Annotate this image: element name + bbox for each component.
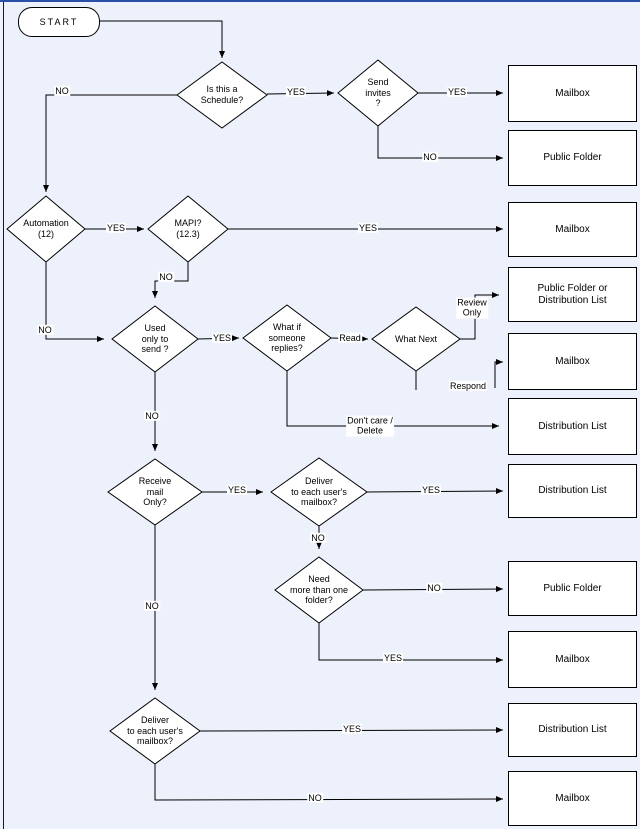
- edge-label: YES: [341, 723, 363, 735]
- edge-label: Read: [338, 332, 362, 344]
- decision-automation-12: [6, 195, 86, 263]
- decision-deliver-to-each-users-mailbox-2: [109, 697, 201, 765]
- decision-deliver-to-each-users-mailbox: [270, 457, 368, 527]
- decision-receive-mail-only: [107, 458, 203, 526]
- connector: [98, 20, 225, 58]
- edge-label: NO: [422, 151, 438, 163]
- edge-label: YES: [211, 332, 233, 344]
- top-border-rule: [0, 0, 640, 2]
- edge-label: YES: [357, 222, 379, 234]
- connector: [286, 371, 499, 429]
- connector: [43, 94, 177, 192]
- connector: [318, 623, 503, 663]
- edge-label: Respond: [448, 380, 488, 392]
- edge-label: YES: [226, 484, 248, 496]
- start-node: START: [18, 7, 100, 37]
- terminal-public-folder-or-distribution-list: Public Folder or Distribution List: [508, 267, 637, 322]
- edge-label: Don't care / Delete: [346, 415, 394, 437]
- decision-mapi-12-3: [147, 195, 229, 263]
- decision-what-next: [371, 306, 461, 372]
- connector: [154, 764, 504, 803]
- terminal-mailbox-2: Mailbox: [508, 202, 637, 257]
- connector: [45, 262, 104, 342]
- edge-label: NO: [37, 324, 53, 336]
- edge-label: NO: [54, 85, 70, 97]
- terminal-distribution-list-2: Distribution List: [508, 464, 637, 518]
- edge-label: NO: [426, 582, 442, 594]
- edge-label: YES: [285, 86, 307, 98]
- edge-label: Review Only: [456, 297, 488, 319]
- edge-label: NO: [144, 600, 160, 612]
- decision-send-invites: [337, 59, 419, 127]
- edge-label: YES: [105, 222, 127, 234]
- terminal-public-folder-2: Public Folder: [508, 561, 637, 616]
- terminal-mailbox-3: Mailbox: [508, 333, 637, 390]
- terminal-mailbox-5: Mailbox: [508, 771, 637, 826]
- decision-used-only-to-send: [111, 305, 199, 373]
- edge-label: NO: [144, 410, 160, 422]
- connector: [494, 359, 503, 388]
- decision-is-this-a-schedule: [176, 61, 268, 129]
- decision-diamonds: [6, 59, 461, 765]
- edge-label: YES: [446, 86, 468, 98]
- terminal-mailbox-1: Mailbox: [508, 65, 637, 122]
- edge-label: YES: [382, 652, 404, 664]
- edge-label: NO: [310, 532, 326, 544]
- left-border-rule: [3, 2, 4, 829]
- terminal-distribution-list-1: Distribution List: [508, 398, 637, 455]
- terminal-public-folder-1: Public Folder: [508, 130, 637, 186]
- decision-what-if-someone-replies: [242, 304, 332, 372]
- edge-label: NO: [307, 792, 323, 804]
- connector: [377, 126, 503, 161]
- connectors: [43, 20, 504, 803]
- start-label: START: [39, 17, 79, 27]
- edge-label: YES: [420, 484, 442, 496]
- terminal-distribution-list-3: Distribution List: [508, 703, 637, 757]
- edge-label: NO: [158, 271, 174, 283]
- decision-need-more-than-one-folder: [274, 556, 364, 624]
- terminal-mailbox-4: Mailbox: [508, 631, 637, 688]
